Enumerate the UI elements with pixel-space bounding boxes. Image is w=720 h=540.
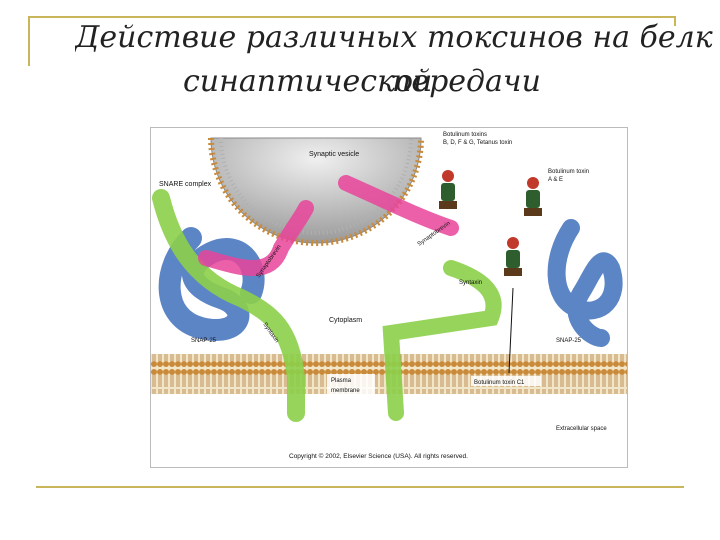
frame-bottom-rule [36, 486, 684, 488]
synaptobrevin-right-protein [338, 175, 459, 236]
toxin-figure-ae [524, 177, 542, 216]
slide-title-line1: Действие различных токсинов на белк [75, 20, 713, 55]
label-plasma-membrane-2: membrane [331, 388, 360, 394]
slide-title-line2-a: синаптической [183, 64, 433, 99]
syntaxin-left-protein [152, 189, 305, 422]
frame-right-rule [674, 16, 676, 26]
label-cytoplasm: Cytoplasm [329, 317, 362, 324]
snare-toxin-diagram: Synaptic vesicle SNARE complex Botulinum… [150, 127, 628, 468]
label-botulinum-bdfg-1: Botulinum toxins [443, 132, 487, 138]
frame-top-rule [28, 16, 676, 18]
label-snap25-right: SNAP-25 [556, 338, 582, 344]
c1-label-box [471, 376, 541, 386]
toxin-figure-c1 [504, 237, 522, 276]
frame-left-rule [28, 16, 30, 66]
label-botulinum-c1: Botulinum toxin C1 [474, 380, 525, 386]
copyright-notice: Copyright © 2002, Elsevier Science (USA)… [289, 452, 468, 460]
label-botulinum-bdfg-2: B, D, F & G, Tetanus toxin [443, 140, 512, 146]
label-snare-complex: SNARE complex [159, 181, 212, 188]
syntaxin-right-protein [382, 260, 502, 421]
label-plasma-membrane-1: Plasma [331, 378, 352, 384]
c1-pointer-line [508, 287, 514, 374]
plasma-membrane-label-box [327, 374, 375, 396]
label-snap25-left: SNAP-25 [191, 338, 217, 344]
synaptobrevin-left-protein [198, 200, 314, 276]
toxin-figure-bdfg [439, 170, 457, 209]
label-syntaxin-right: Syntaxin [459, 280, 482, 286]
label-botulinum-ae-1: Botulinum toxin [548, 169, 589, 175]
snap25-right-protein [547, 219, 623, 347]
label-extracellular: Extracellular space [556, 426, 607, 432]
slide-title-line2-b: передачи [392, 64, 541, 99]
label-botulinum-ae-2: A & E [548, 177, 563, 183]
synaptic-vesicle [208, 137, 424, 246]
label-synaptic-vesicle: Synaptic vesicle [309, 151, 359, 158]
diagram-canvas: Synaptic vesicle SNARE complex Botulinum… [151, 132, 627, 460]
